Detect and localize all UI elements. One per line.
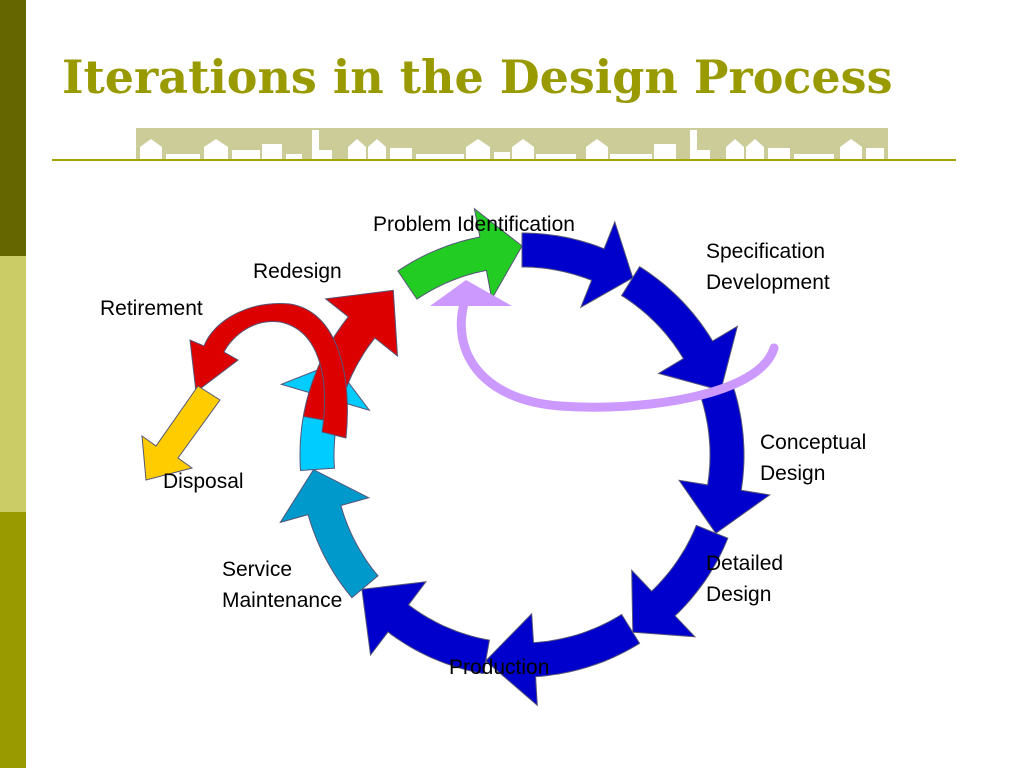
arrow-retirement xyxy=(189,302,348,439)
tower-shape xyxy=(690,130,710,160)
building-shape xyxy=(654,144,676,160)
arrow-production-segment xyxy=(361,581,490,675)
sidebar-band-top xyxy=(0,0,26,256)
building-shape xyxy=(794,154,834,160)
building-shape xyxy=(494,152,510,160)
building-shape xyxy=(866,148,884,160)
label-conceptual-design: Conceptual Design xyxy=(760,431,867,485)
arrow-production-to-service xyxy=(484,612,641,707)
arrow-conceptual-flow xyxy=(620,266,739,392)
house-shape xyxy=(466,139,490,160)
label-disposal: Disposal xyxy=(163,470,244,493)
label-production: Production xyxy=(449,656,550,679)
feedback-loop-arc xyxy=(456,295,779,412)
arrow-conceptual-to-detailed xyxy=(678,385,771,535)
arrow-problem-to-specification xyxy=(397,207,523,301)
house-shape xyxy=(726,139,744,160)
label-service-maintenance: Service Maintenance xyxy=(222,558,343,612)
building-shape xyxy=(166,154,200,160)
building-shape xyxy=(536,154,576,160)
building-shape xyxy=(416,154,464,160)
house-shape xyxy=(368,139,386,160)
house-silhouettes xyxy=(140,130,884,160)
label-detailed-design: Detailed Design xyxy=(706,552,784,606)
building-shape xyxy=(286,154,302,160)
house-shape xyxy=(140,139,162,160)
label-problem-identification: Problem Identification xyxy=(373,213,575,236)
house-shape xyxy=(348,139,366,160)
arrow-specification-to-conceptual xyxy=(521,220,634,309)
building-shape xyxy=(262,144,282,160)
arrow-detailed-to-production xyxy=(631,524,729,638)
house-shape xyxy=(746,139,764,160)
sidebar-band-middle xyxy=(0,256,26,512)
label-retirement: Retirement xyxy=(100,297,203,320)
title-underline xyxy=(52,159,956,161)
house-shape xyxy=(512,139,534,160)
house-shape xyxy=(586,139,608,160)
slide-title: Iterations in the Design Process xyxy=(62,50,893,104)
village-banner xyxy=(136,128,888,160)
arrow-service-segment xyxy=(279,468,379,599)
building-shape xyxy=(390,148,412,160)
tower-shape xyxy=(312,130,332,160)
feedback-loop-arrowhead xyxy=(430,280,512,306)
sidebar-band-bottom xyxy=(0,512,26,768)
building-shape xyxy=(232,150,260,160)
house-shape xyxy=(204,139,228,160)
label-specification-development: Specification Development xyxy=(706,240,830,294)
label-redesign: Redesign xyxy=(253,260,342,283)
arrow-disposal xyxy=(141,385,221,481)
building-shape xyxy=(610,154,652,160)
building-shape xyxy=(768,148,790,160)
house-shape xyxy=(840,139,862,160)
